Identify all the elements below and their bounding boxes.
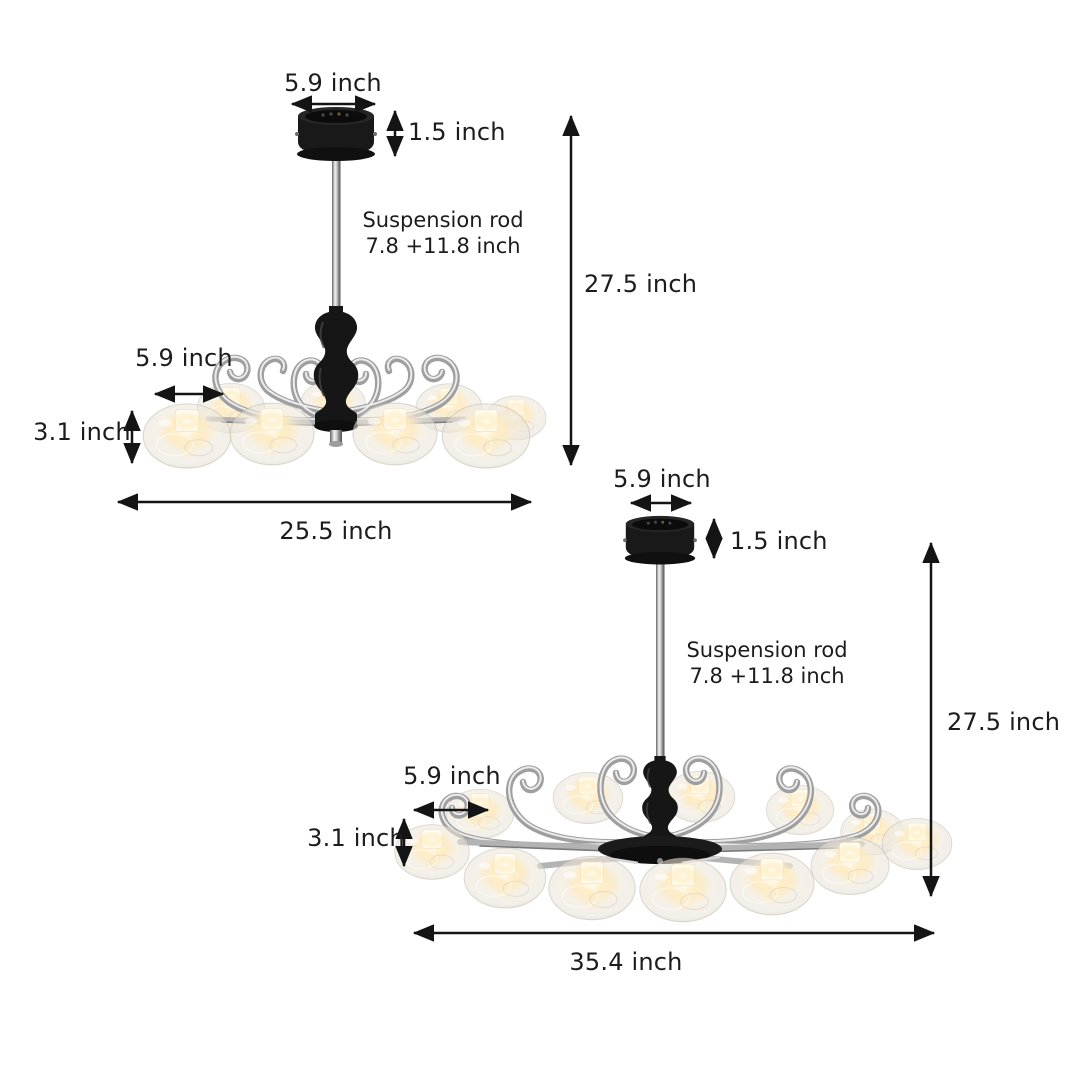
large-suspension-rod-line2: 7.8 +11.8 inch xyxy=(689,664,845,688)
large-shade-width-label: 5.9 inch xyxy=(403,762,501,790)
large-suspension-rod xyxy=(656,558,665,758)
small-center-column xyxy=(312,305,360,447)
large-total-height-label: 27.5 inch xyxy=(947,708,1061,736)
large-ceiling-canopy xyxy=(623,515,697,565)
large-suspension-rod-note: Suspension rod 7.8 +11.8 inch xyxy=(686,637,847,689)
small-ceiling-canopy xyxy=(295,107,377,161)
small-canopy-height-label: 1.5 inch xyxy=(408,118,506,146)
large-chandelier-illustration xyxy=(394,515,953,923)
small-suspension-rod-line2: 7.8 +11.8 inch xyxy=(365,234,521,258)
small-chandelier-illustration xyxy=(142,107,547,469)
small-suspension-rod xyxy=(332,152,341,312)
small-total-width-label: 25.5 inch xyxy=(279,517,393,545)
large-suspension-rod-line1: Suspension rod xyxy=(686,638,848,662)
large-canopy-width-label: 5.9 inch xyxy=(613,465,711,493)
small-shade-width-label: 5.9 inch xyxy=(135,344,233,372)
large-total-width-label: 35.4 inch xyxy=(569,948,683,976)
small-canopy-width-label: 5.9 inch xyxy=(284,69,382,97)
large-shade-height-label: 3.1 inch xyxy=(307,824,405,852)
small-shade-height-label: 3.1 inch xyxy=(33,418,131,446)
large-canopy-height-label: 1.5 inch xyxy=(730,527,828,555)
small-suspension-rod-line1: Suspension rod xyxy=(362,208,524,232)
small-total-height-label: 27.5 inch xyxy=(584,270,698,298)
dimension-arrows xyxy=(116,95,940,942)
small-suspension-rod-note: Suspension rod 7.8 +11.8 inch xyxy=(362,207,523,259)
